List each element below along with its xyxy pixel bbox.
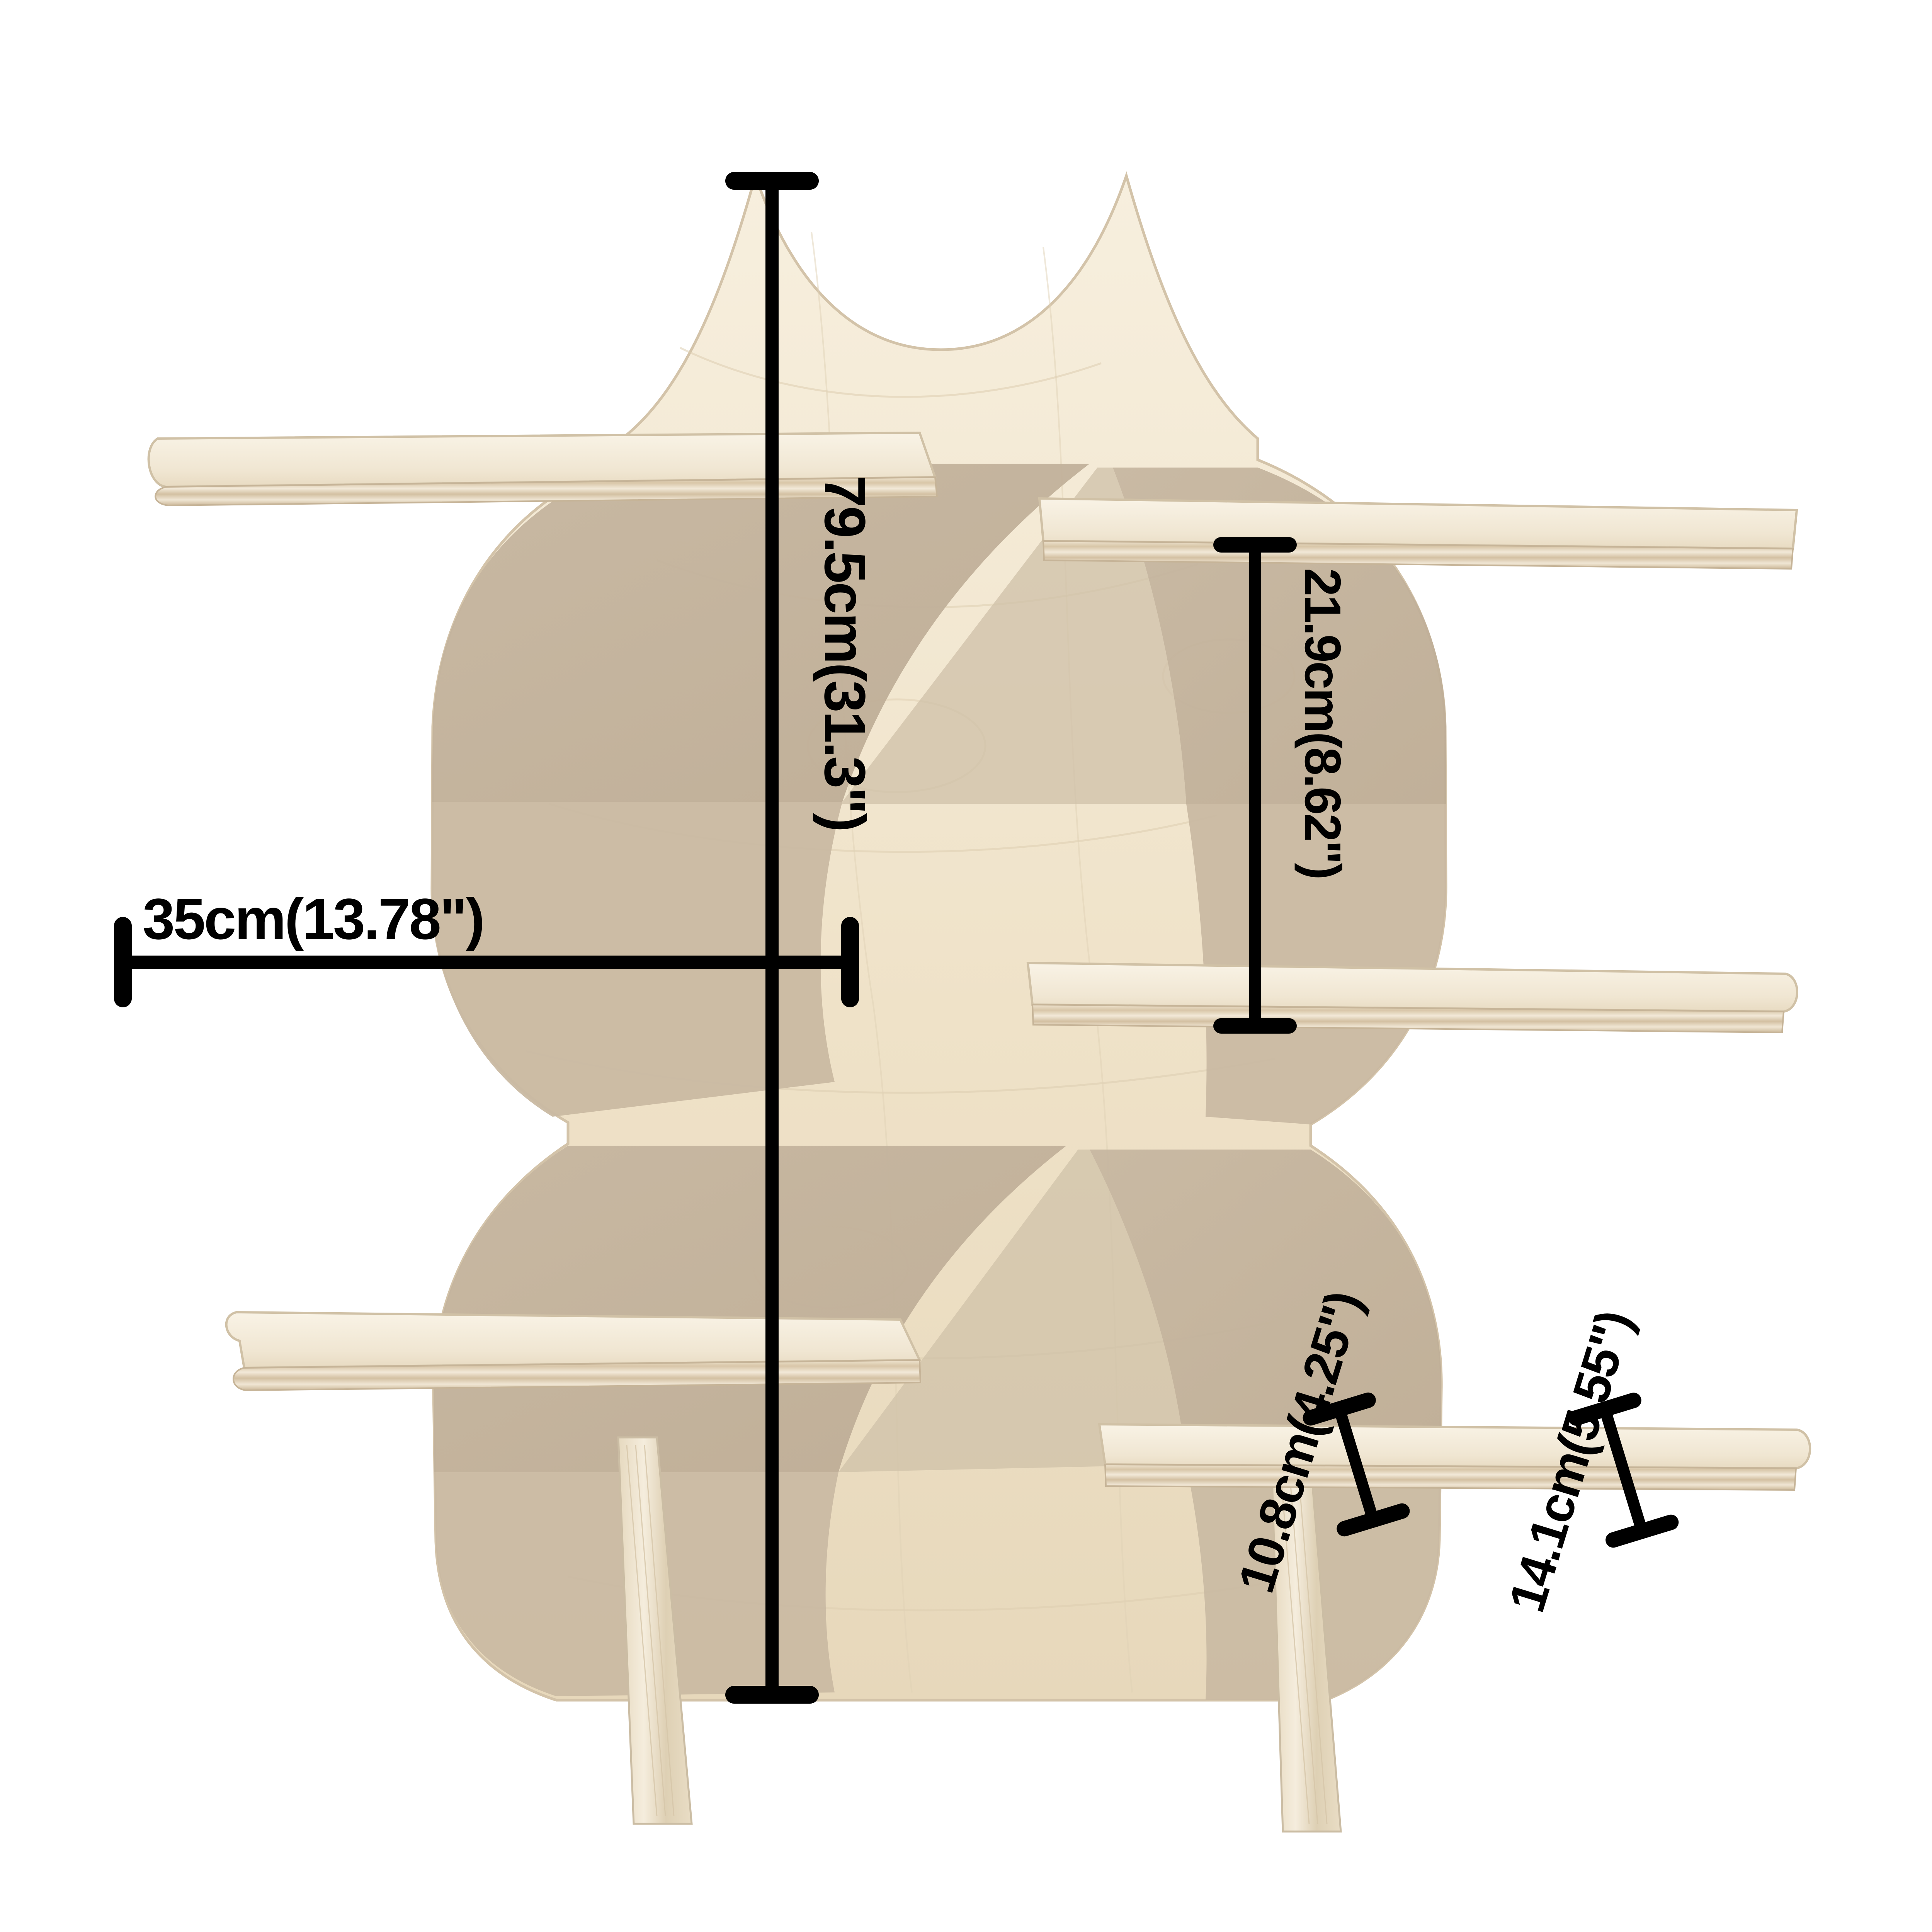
dimension-overall-height: 79.5cm(31.3") — [725, 172, 878, 1704]
dimension-label-overall-depth: 35cm(13.78") — [143, 886, 483, 951]
leg-left — [617, 1436, 693, 1825]
shelf-lower-left — [225, 1311, 922, 1391]
dimension-label-overall-height: 79.5cm(31.3") — [813, 475, 878, 831]
shelf-boards — [147, 431, 1811, 1491]
dimension-compartment-height: 21.9cm(8.62") — [1213, 537, 1351, 1034]
dimension-board-width-large: 14.1cm(5.55") — [1498, 1305, 1679, 1618]
support-legs — [617, 1436, 1342, 1833]
dimension-overall-depth: 35cm(13.78") — [114, 886, 859, 1007]
dimension-label-compartment-height: 21.9cm(8.62") — [1294, 568, 1351, 878]
dimension-board-width-small: 10.8cm(4.25") — [1227, 1286, 1410, 1599]
shelf-top-left — [147, 431, 938, 507]
shelf-top-right — [1038, 497, 1798, 570]
